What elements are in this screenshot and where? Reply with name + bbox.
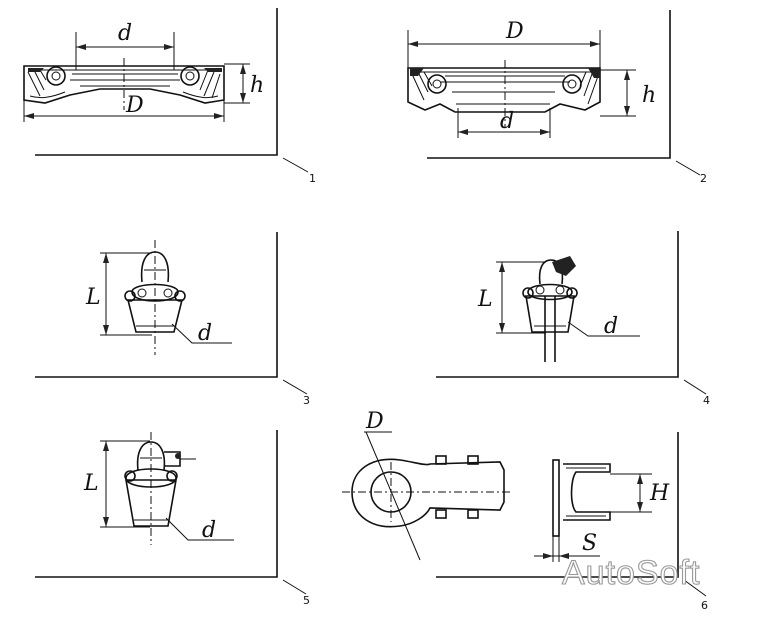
panel-6-dimension-D: D bbox=[364, 409, 421, 561]
panel-4-frame bbox=[436, 231, 707, 395]
panel-1-number: 1 bbox=[309, 172, 316, 185]
panel-2-number: 2 bbox=[700, 172, 707, 185]
panel-2-label-h: h bbox=[642, 83, 656, 108]
panel-3-cap bbox=[124, 240, 186, 355]
panel-4-label-L: L bbox=[477, 287, 493, 312]
panel-2-frame bbox=[427, 10, 701, 176]
panel-1-dimension-d: d bbox=[75, 21, 175, 70]
panel-5-label-d: d bbox=[202, 518, 216, 543]
panel-1-dimension-D: D bbox=[23, 93, 225, 122]
panel-5-frame bbox=[35, 430, 307, 595]
panel-5-label-L: L bbox=[83, 471, 99, 496]
panel-6-label-H: H bbox=[649, 481, 670, 506]
panel-2-seal-section bbox=[407, 60, 601, 128]
panel-4-leader-d: d bbox=[567, 314, 640, 339]
panel-4-dimension-L: L bbox=[477, 261, 546, 334]
panel-4-number: 4 bbox=[703, 394, 710, 407]
panel-5-number: 5 bbox=[303, 594, 310, 607]
panel-2-dimension-D: D bbox=[407, 19, 601, 70]
panel-6-dimension-H: H bbox=[610, 473, 670, 513]
panel-3-label-d: d bbox=[198, 321, 212, 346]
panel-3: L d 3 bbox=[35, 232, 310, 407]
panel-1-seal-section bbox=[23, 58, 225, 110]
panel-2-dimension-d: d bbox=[457, 108, 551, 138]
panel-5: L d 5 bbox=[35, 430, 310, 607]
panel-1-label-D: D bbox=[125, 93, 144, 118]
panel-1: d D h 1 bbox=[23, 8, 316, 185]
panel-6: D H S 6 bbox=[342, 409, 708, 612]
panel-4-label-d: d bbox=[604, 314, 618, 339]
panel-5-leader-d: d bbox=[165, 517, 234, 543]
panel-4-cap bbox=[522, 256, 578, 362]
panel-5-cap bbox=[124, 432, 196, 545]
panel-2-dimension-h: h bbox=[600, 69, 656, 117]
panel-4: L d 4 bbox=[436, 231, 710, 407]
panel-1-label-d: d bbox=[118, 21, 132, 46]
panel-1-frame bbox=[35, 8, 309, 173]
panel-1-label-h: h bbox=[250, 73, 264, 98]
panel-3-label-L: L bbox=[85, 285, 101, 310]
panel-2: D d h 2 bbox=[407, 10, 707, 185]
panel-3-frame bbox=[35, 232, 308, 395]
panel-6-label-D: D bbox=[365, 409, 384, 434]
panel-2-label-D: D bbox=[505, 19, 524, 44]
panel-6-link-side-view bbox=[552, 459, 611, 537]
panel-6-link-front-view bbox=[342, 455, 512, 528]
panel-1-dimension-h: h bbox=[224, 63, 264, 104]
panel-3-leader-d: d bbox=[171, 321, 232, 346]
panel-3-number: 3 bbox=[303, 394, 310, 407]
panel-5-dimension-L: L bbox=[83, 440, 150, 528]
autosoft-watermark: AutoSoft bbox=[562, 554, 700, 592]
panel-3-dimension-L: L bbox=[85, 252, 152, 336]
panel-6-frame bbox=[436, 432, 707, 597]
panel-2-label-d: d bbox=[500, 109, 514, 134]
panel-6-number: 6 bbox=[701, 599, 708, 612]
panel-6-label-S: S bbox=[582, 531, 597, 556]
panel-6-dimension-S: S bbox=[534, 531, 600, 562]
